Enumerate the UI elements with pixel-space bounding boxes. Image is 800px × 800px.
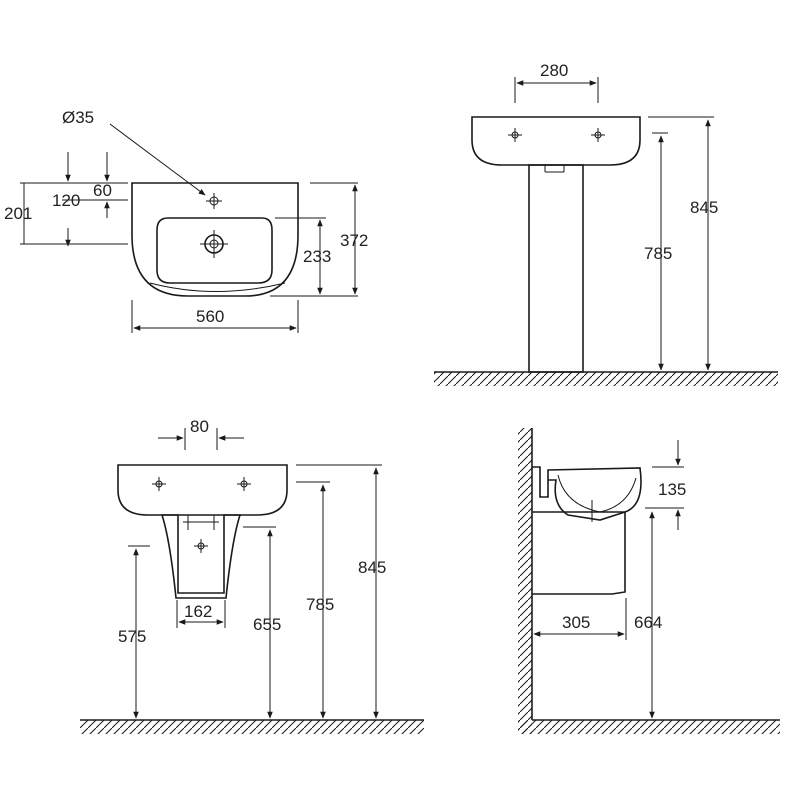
basin-bowl-top [156, 217, 273, 284]
floor-hatch-semi [80, 720, 424, 734]
dim-80-label: 80 [190, 417, 209, 436]
floor-hatch-pedestal [434, 372, 778, 386]
dim-845-semi-label: 845 [358, 558, 386, 577]
pedestal-basin [471, 116, 641, 166]
tap-hole-cross-icon [206, 193, 222, 209]
dim-664-label: 664 [634, 613, 662, 632]
tap-hole-right-icon [237, 477, 251, 491]
dim-372-label: 372 [340, 231, 368, 250]
semi-pedestal-view: 80 162 575 655 785 845 [80, 417, 424, 734]
dim-785-semi-label: 785 [306, 595, 334, 614]
side-view: 135 664 305 [518, 428, 780, 734]
dim-162-label: 162 [184, 602, 212, 621]
dim-305-label: 305 [562, 613, 590, 632]
dim-845-pedestal-label: 845 [690, 198, 718, 217]
dim-120-label: 120 [52, 191, 80, 210]
top-view: Ø35 201 120 60 233 372 560 [4, 108, 368, 333]
dim-280-label: 280 [540, 61, 568, 80]
waste-outlet-icon [183, 515, 219, 553]
pedestal-column [528, 164, 584, 373]
tap-hole-label: Ø35 [62, 108, 94, 127]
dim-135-label: 135 [658, 480, 686, 499]
dim-60-label: 60 [93, 181, 112, 200]
dim-785-pedestal-label: 785 [644, 244, 672, 263]
tap-hole-leader [109, 123, 206, 196]
dim-655-label: 655 [253, 615, 281, 634]
side-shroud [532, 511, 626, 595]
floor-hatch-side [518, 720, 780, 734]
dim-201-label: 201 [4, 204, 32, 223]
drain-icon [200, 230, 228, 258]
wall-hatch [518, 428, 532, 734]
dim-233-label: 233 [303, 247, 331, 266]
tap-hole-left-icon [508, 128, 522, 142]
dim-575-label: 575 [118, 627, 146, 646]
semi-pedestal-basin [117, 464, 288, 516]
pedestal-view: 280 845 785 [434, 61, 778, 386]
tap-hole-right-icon [591, 128, 605, 142]
basin-outline-top [131, 182, 299, 297]
basin-front-lip [149, 282, 286, 292]
tap-hole-left-icon [152, 477, 166, 491]
semi-pedestal-shroud [160, 514, 242, 599]
dim-560-label: 560 [196, 307, 224, 326]
